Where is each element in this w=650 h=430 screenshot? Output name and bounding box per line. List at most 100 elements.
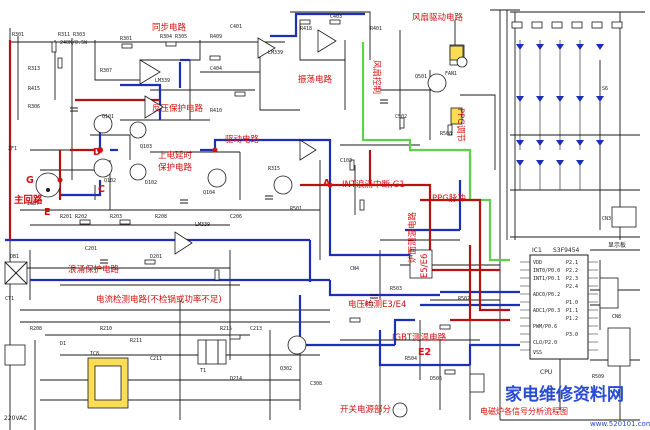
svg-text:R415: R415: [28, 86, 40, 92]
svg-text:IGBT: IGBT: [27, 201, 39, 207]
label-d-mark: D: [93, 147, 101, 158]
label-fan: 风扇驱动电路: [412, 12, 464, 23]
label-power-delay: 上电延时: [158, 150, 193, 161]
svg-text:C502: C502: [395, 114, 407, 120]
svg-text:R311 R303: R311 R303: [58, 32, 85, 38]
label-ic1: IC1: [532, 247, 542, 254]
svg-text:D201: D201: [150, 254, 162, 260]
components: [4, 19, 637, 418]
label-main-loop: 主回路: [14, 194, 43, 206]
svg-text:R410: R410: [210, 108, 222, 114]
svg-text:P1.1: P1.1: [566, 308, 578, 314]
svg-text:D506: D506: [430, 376, 442, 382]
label-osc: 振荡电路: [298, 74, 333, 85]
label-sync: 同步电路: [152, 22, 187, 33]
signal-path-blue: [5, 12, 520, 367]
svg-text:P1.0: P1.0: [566, 300, 578, 306]
svg-text:C211: C211: [150, 356, 162, 362]
svg-text:R508: R508: [440, 131, 452, 137]
label-a-mark: A: [323, 178, 331, 189]
svg-text:C213: C213: [250, 326, 262, 332]
watermark-url: www.520101.com: [590, 420, 650, 428]
svg-text:C308: C308: [310, 381, 322, 387]
svg-text:P1.2: P1.2: [566, 316, 578, 322]
label-ppg: PPG脉冲: [432, 193, 466, 204]
svg-text:R203: R203: [110, 214, 122, 220]
label-pan-temp: 炉面测温电路: [407, 211, 418, 263]
svg-text:VDD: VDD: [533, 260, 542, 266]
svg-text:R304 R305: R304 R305: [160, 34, 187, 40]
label-power-delay2: 保护电路: [158, 162, 193, 173]
svg-text:R211: R211: [130, 338, 142, 344]
svg-text:R201 R202: R201 R202: [60, 214, 87, 220]
watermark-sub: 电磁炉各信号分析流程图: [480, 406, 568, 416]
label-cpu: CPU: [540, 369, 552, 376]
svg-text:R215: R215: [220, 326, 232, 332]
svg-text:CN8: CN8: [612, 314, 621, 320]
svg-text:C206: C206: [230, 214, 242, 220]
label-current-detect: 电流检测电路(不检锅或功率不足): [96, 294, 222, 305]
svg-text:D214: D214: [230, 376, 242, 382]
svg-text:Q103: Q103: [140, 144, 152, 150]
svg-text:IC8: IC8: [90, 351, 99, 357]
svg-text:C103: C103: [340, 158, 352, 164]
svg-text:R307: R307: [100, 68, 112, 74]
label-g-mark: G: [26, 175, 34, 186]
label-voltage-detect: 电压检测E3/E4: [348, 299, 406, 310]
label-ic1-part: S3F9454: [553, 247, 580, 254]
svg-text:R504: R504: [405, 356, 417, 362]
svg-text:R502: R502: [458, 296, 470, 302]
signal-path-red: [8, 40, 510, 322]
svg-text:CLO/P2.0: CLO/P2.0: [533, 340, 557, 346]
svg-text:C404: C404: [210, 66, 222, 72]
svg-text:PWM/P0.6: PWM/P0.6: [533, 324, 557, 330]
label-overvolt: 反压保护电路: [152, 103, 204, 114]
svg-text:R210: R210: [100, 326, 112, 332]
label-ppg-ctrl: PPG调节: [455, 108, 465, 142]
svg-text:CT1: CT1: [5, 296, 14, 302]
svg-text:P2.1: P2.1: [566, 260, 578, 266]
cpu-chip: [529, 254, 589, 360]
label-surge: 浪涌保护电路: [68, 264, 120, 275]
svg-text:INT1/P0.1: INT1/P0.1: [533, 276, 560, 282]
svg-text:ZF1: ZF1: [8, 146, 17, 152]
label-display: 显示板: [608, 241, 626, 249]
wiring-network: [9, 9, 645, 430]
svg-text:R503: R503: [390, 286, 402, 292]
svg-text:R306: R306: [28, 104, 40, 110]
label-sw-power: 开关电源部分: [340, 404, 392, 415]
svg-text:ADC1/P0.3: ADC1/P0.3: [533, 308, 560, 314]
svg-text:C201: C201: [85, 246, 97, 252]
svg-text:R509: R509: [592, 374, 604, 380]
svg-text:R409: R409: [210, 34, 222, 40]
svg-text:CN3: CN3: [602, 216, 611, 222]
svg-text:Q101: Q101: [102, 114, 114, 120]
svg-text:R208: R208: [155, 214, 167, 220]
watermark-main: 家电维修资料网: [505, 384, 624, 405]
svg-text:S6: S6: [602, 86, 608, 92]
label-drive: 驱动电路: [225, 134, 260, 145]
svg-text:C403: C403: [330, 14, 342, 20]
svg-text:Q102: Q102: [104, 178, 116, 184]
svg-text:R315: R315: [268, 166, 280, 172]
label-int-interrupt: INT浪涌中断,G1: [342, 179, 405, 190]
svg-text:DB1: DB1: [10, 254, 19, 260]
svg-text:Q501: Q501: [415, 74, 427, 80]
svg-text:LM339: LM339: [268, 50, 283, 56]
svg-text:LM339: LM339: [155, 78, 170, 84]
label-pan-temp-code: E5/E6: [420, 254, 430, 278]
component-refs: R301 R311 R303 240K/0.5W R301 R304 R305 …: [5, 14, 621, 387]
svg-text:R501: R501: [290, 206, 302, 212]
svg-text:VSS: VSS: [533, 350, 542, 356]
label-c-mark: C: [98, 184, 105, 195]
svg-text:Q302: Q302: [280, 366, 292, 372]
svg-text:ADC0/P0.2: ADC0/P0.2: [533, 292, 560, 298]
svg-text:P3.0: P3.0: [566, 332, 578, 338]
svg-text:240K/0.5W: 240K/0.5W: [60, 40, 88, 46]
svg-text:LM339: LM339: [195, 222, 210, 228]
svg-text:P2.3: P2.3: [566, 276, 578, 282]
svg-text:P2.2: P2.2: [566, 268, 578, 274]
led-array: [516, 44, 604, 166]
